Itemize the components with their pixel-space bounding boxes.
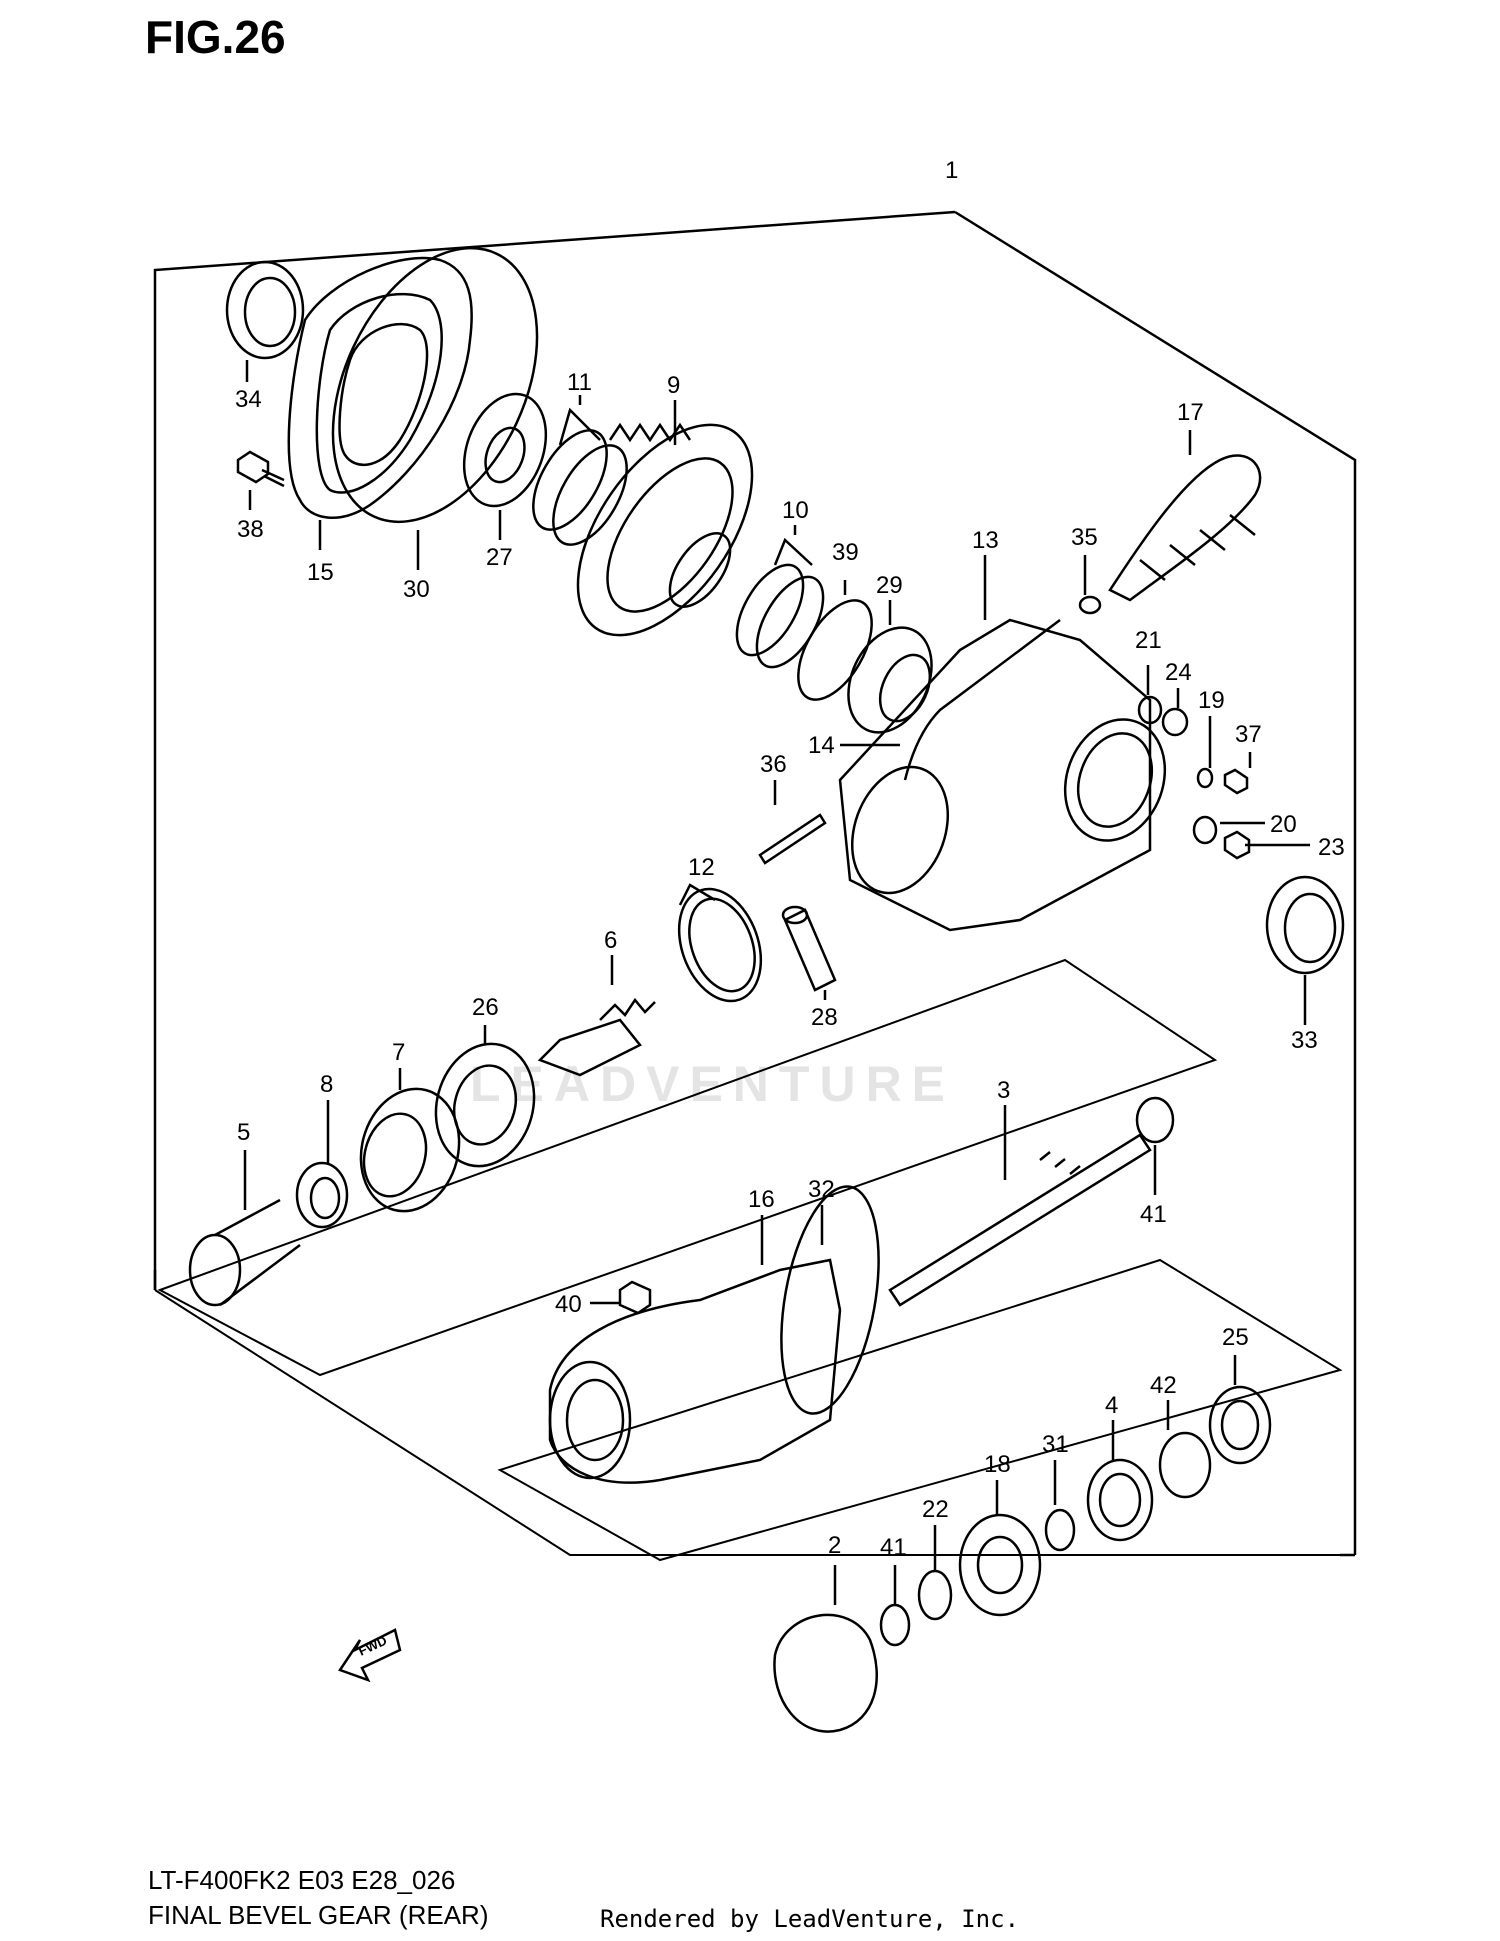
callout-41-upper: 41: [1140, 1201, 1167, 1228]
callout-32: 32: [808, 1176, 835, 1203]
part-38-bolt: [236, 450, 285, 510]
callout-6: 6: [604, 927, 617, 954]
callout-labels: 1 2 3 4 5 6 7 8 9 10 11 12 13 14 15 16 1…: [235, 157, 1345, 1561]
credit-text: Rendered by LeadVenture, Inc.: [600, 1905, 1020, 1933]
callout-18: 18: [984, 1451, 1011, 1478]
callout-25: 25: [1222, 1324, 1249, 1351]
callout-4: 4: [1105, 1392, 1118, 1419]
callout-31: 31: [1042, 1431, 1069, 1458]
callout-40: 40: [555, 1291, 582, 1318]
part-36-stud: [758, 780, 827, 865]
callout-2: 2: [828, 1532, 841, 1559]
part-33-oil-seal: [1265, 875, 1345, 1025]
figure-title: FIG.26: [145, 11, 286, 63]
part-42-circlip: [1158, 1400, 1212, 1499]
part-6-pinion-gear: [537, 955, 656, 1077]
fwd-label: FWD: [356, 1633, 389, 1659]
model-code: LT-F400FK2 E03 E28_026: [148, 1865, 456, 1895]
callout-26: 26: [472, 994, 499, 1021]
callout-29: 29: [876, 572, 903, 599]
part-8-spacer: [295, 1100, 349, 1229]
callout-36: 36: [760, 751, 787, 778]
part-3-propeller-shaft: [888, 1105, 1152, 1307]
part-12-shim: [677, 883, 763, 1003]
callout-5: 5: [237, 1119, 250, 1146]
fwd-arrow-icon: FWD: [338, 1628, 402, 1683]
callout-22: 22: [922, 1496, 949, 1523]
callout-38: 38: [237, 516, 264, 543]
watermark: LEADVENTURE: [470, 1056, 956, 1112]
callout-8: 8: [320, 1071, 333, 1098]
part-29-roller-bearing: [847, 600, 933, 734]
callout-37: 37: [1235, 721, 1262, 748]
part-26-bearing: [434, 1025, 536, 1168]
part-25-bearing: [1208, 1355, 1272, 1465]
callout-16: 16: [748, 1186, 775, 1213]
callout-12: 12: [688, 854, 715, 881]
part-17-boot: [1108, 430, 1262, 602]
callout-9: 9: [667, 372, 680, 399]
callout-34: 34: [235, 386, 262, 413]
callout-20: 20: [1270, 811, 1297, 838]
callout-17: 17: [1177, 399, 1204, 426]
callout-15: 15: [307, 559, 334, 586]
callout-28: 28: [811, 1004, 838, 1031]
part-34-oil-seal: [225, 260, 305, 382]
part-27-bearing: [462, 392, 548, 540]
callout-27: 27: [486, 544, 513, 571]
part-16-housing: [548, 1215, 842, 1484]
part-40-nut: [590, 1280, 652, 1315]
callout-13: 13: [972, 527, 999, 554]
part-14-breather-hose: [840, 619, 1061, 781]
assembly-outline: [153, 210, 1357, 1562]
part-7-bearing: [359, 1068, 461, 1213]
part-18-cap: [958, 1480, 1042, 1617]
part-28-needle-bearing: [781, 905, 837, 1000]
part-22-washer: [917, 1525, 953, 1621]
small-fasteners: [1137, 665, 1310, 860]
callout-14: 14: [808, 732, 835, 759]
callout-24: 24: [1165, 659, 1192, 686]
callout-41-lower: 41: [880, 1534, 907, 1561]
callout-33: 33: [1291, 1027, 1318, 1054]
callout-23: 23: [1318, 834, 1345, 861]
part-39-washer: [797, 580, 873, 701]
part-15-gear-case-cover: [287, 256, 473, 550]
callout-35: 35: [1071, 524, 1098, 551]
part-31-ring: [1044, 1460, 1076, 1552]
callout-30: 30: [403, 576, 430, 603]
diagram-name: FINAL BEVEL GEAR (REAR): [148, 1900, 489, 1930]
callout-10: 10: [782, 497, 809, 524]
part-13-gear-case: [838, 555, 1167, 932]
part-4-oil-seal: [1086, 1420, 1154, 1542]
callout-19: 19: [1198, 687, 1225, 714]
part-5-sleeve: [188, 1150, 301, 1307]
part-10-shims: [735, 525, 825, 669]
part-35-clamp: [1078, 555, 1102, 615]
callout-7: 7: [392, 1039, 405, 1066]
callout-21: 21: [1135, 627, 1162, 654]
callout-3: 3: [997, 1077, 1010, 1104]
part-32-o-ring: [780, 1185, 880, 1415]
part-9-bevel-gear: [576, 400, 754, 637]
callout-11: 11: [567, 369, 592, 396]
callout-42: 42: [1150, 1372, 1177, 1399]
part-41-circlip-lower: [879, 1565, 911, 1647]
part-41-circlip-upper: [1135, 1096, 1175, 1195]
callout-1: 1: [945, 157, 958, 184]
part-2-dust-boot: [773, 1565, 878, 1733]
callout-39: 39: [832, 539, 859, 566]
part-30-o-ring: [331, 246, 539, 570]
part-11-shims: [532, 395, 628, 546]
